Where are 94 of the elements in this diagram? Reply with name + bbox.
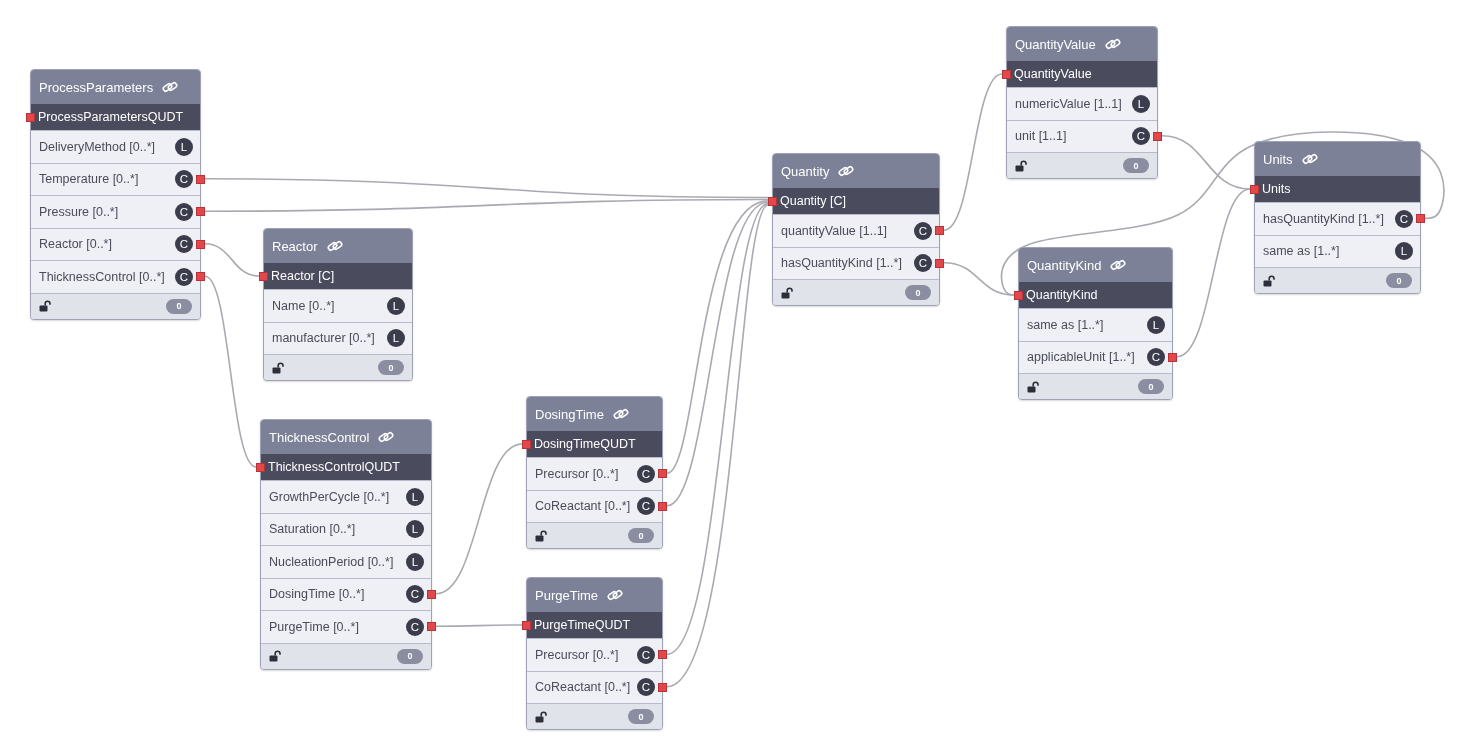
- connector-line: [204, 198, 769, 213]
- property-name: ThicknessControl [0..*]: [39, 269, 166, 284]
- count-badge: 0: [628, 709, 654, 724]
- count-badge: 0: [628, 528, 654, 543]
- connector-line: [943, 73, 1003, 232]
- property-name: same as [1..*]: [1027, 317, 1105, 332]
- property-name: quantityValue [1..1]: [781, 223, 889, 238]
- property-row: [264, 289, 412, 322]
- property-name: hasQuantityKind [1..*]: [1263, 211, 1385, 226]
- count-badge: 0: [397, 648, 423, 664]
- property-name: Precursor [0..*]: [535, 466, 620, 481]
- connector-line: [204, 275, 257, 468]
- type-badge: C: [914, 254, 932, 273]
- property-name: GrowthPerCycle [0..*]: [269, 489, 391, 504]
- count-badge: 0: [905, 285, 931, 300]
- card-title: QuantityKind: [1027, 257, 1102, 273]
- connector-line: [1176, 188, 1251, 358]
- type-badge: C: [637, 645, 655, 664]
- type-badge: C: [175, 170, 193, 189]
- type-badge: C: [914, 221, 932, 240]
- type-badge: C: [637, 678, 655, 697]
- type-badge: L: [1147, 315, 1165, 334]
- property-name: Name [0..*]: [272, 298, 336, 313]
- type-badge: L: [406, 487, 424, 506]
- card-title: PurgeTime: [535, 587, 599, 603]
- type-badge: C: [1395, 209, 1413, 228]
- property-row: [31, 130, 200, 163]
- class-name: ProcessParametersQUDT: [38, 110, 184, 124]
- class-name: QuantityValue: [1014, 67, 1092, 81]
- class-name: Quantity [C]: [780, 194, 846, 208]
- type-badge: L: [1395, 242, 1413, 261]
- class-name: QuantityKind: [1026, 288, 1098, 302]
- type-badge: C: [406, 617, 424, 636]
- property-name: CoReactant [0..*]: [535, 680, 632, 695]
- class-name: ThicknessControlQUDT: [268, 460, 400, 474]
- class-name: Units: [1262, 182, 1291, 196]
- property-name: hasQuantityKind [1..*]: [781, 256, 903, 271]
- count-badge: 0: [1138, 379, 1164, 394]
- connector-line: [204, 242, 260, 277]
- type-badge: L: [387, 296, 405, 315]
- count-badge: 0: [1123, 158, 1149, 173]
- property-name: Reactor [0..*]: [39, 237, 113, 252]
- property-row: [1255, 234, 1420, 267]
- connector-line: [435, 443, 523, 595]
- property-name: Temperature [0..*]: [39, 172, 140, 187]
- property-name: manufacturer [0..*]: [272, 331, 376, 346]
- connector-line: [1161, 134, 1251, 190]
- type-badge: C: [175, 202, 193, 221]
- count-badge: 0: [378, 360, 404, 375]
- property-name: unit [1..1]: [1015, 129, 1068, 144]
- card-title: Units: [1263, 151, 1293, 167]
- type-badge: C: [1132, 127, 1150, 146]
- connector-line: [435, 624, 523, 628]
- type-badge: C: [1147, 348, 1165, 367]
- property-row: [264, 321, 412, 354]
- type-badge: L: [406, 520, 424, 539]
- count-badge: 0: [1386, 273, 1412, 288]
- property-name: applicableUnit [1..*]: [1027, 350, 1136, 365]
- type-badge: C: [637, 464, 655, 483]
- type-badge: L: [175, 137, 193, 156]
- card-title: ThicknessControl: [269, 429, 370, 445]
- property-row: [1019, 308, 1172, 341]
- card-title: QuantityValue: [1015, 36, 1096, 52]
- property-row: [1007, 87, 1157, 120]
- type-badge: C: [175, 267, 193, 286]
- card-title: ProcessParameters: [39, 79, 154, 95]
- count-badge: 0: [166, 298, 192, 314]
- type-badge: L: [406, 552, 424, 571]
- property-name: Precursor [0..*]: [535, 647, 620, 662]
- card-title: Quantity: [781, 163, 830, 179]
- property-name: NucleationPeriod [0..*]: [269, 554, 395, 569]
- connector-line: [1000, 131, 1445, 296]
- property-name: PurgeTime [0..*]: [269, 619, 360, 634]
- type-badge: L: [1132, 94, 1150, 113]
- property-row: [261, 480, 431, 513]
- property-name: same as [1..*]: [1263, 244, 1341, 259]
- property-name: Pressure [0..*]: [39, 204, 120, 219]
- card-title: Reactor: [272, 238, 318, 254]
- type-badge: L: [387, 329, 405, 348]
- type-badge: C: [406, 585, 424, 604]
- property-name: DosingTime [0..*]: [269, 587, 366, 602]
- property-name: DeliveryMethod [0..*]: [39, 139, 157, 154]
- property-name: numericValue [1..1]: [1015, 96, 1123, 111]
- class-name: DosingTimeQUDT: [534, 437, 636, 451]
- type-badge: C: [175, 235, 193, 254]
- class-name: PurgeTimeQUDT: [534, 618, 631, 632]
- property-row: [261, 545, 431, 578]
- type-badge: C: [637, 497, 655, 516]
- class-name: Reactor [C]: [271, 269, 335, 283]
- connector-line: [204, 177, 769, 199]
- property-name: Saturation [0..*]: [269, 522, 357, 537]
- property-name: CoReactant [0..*]: [535, 499, 632, 514]
- property-row: [261, 512, 431, 545]
- card-title: DosingTime: [535, 406, 604, 422]
